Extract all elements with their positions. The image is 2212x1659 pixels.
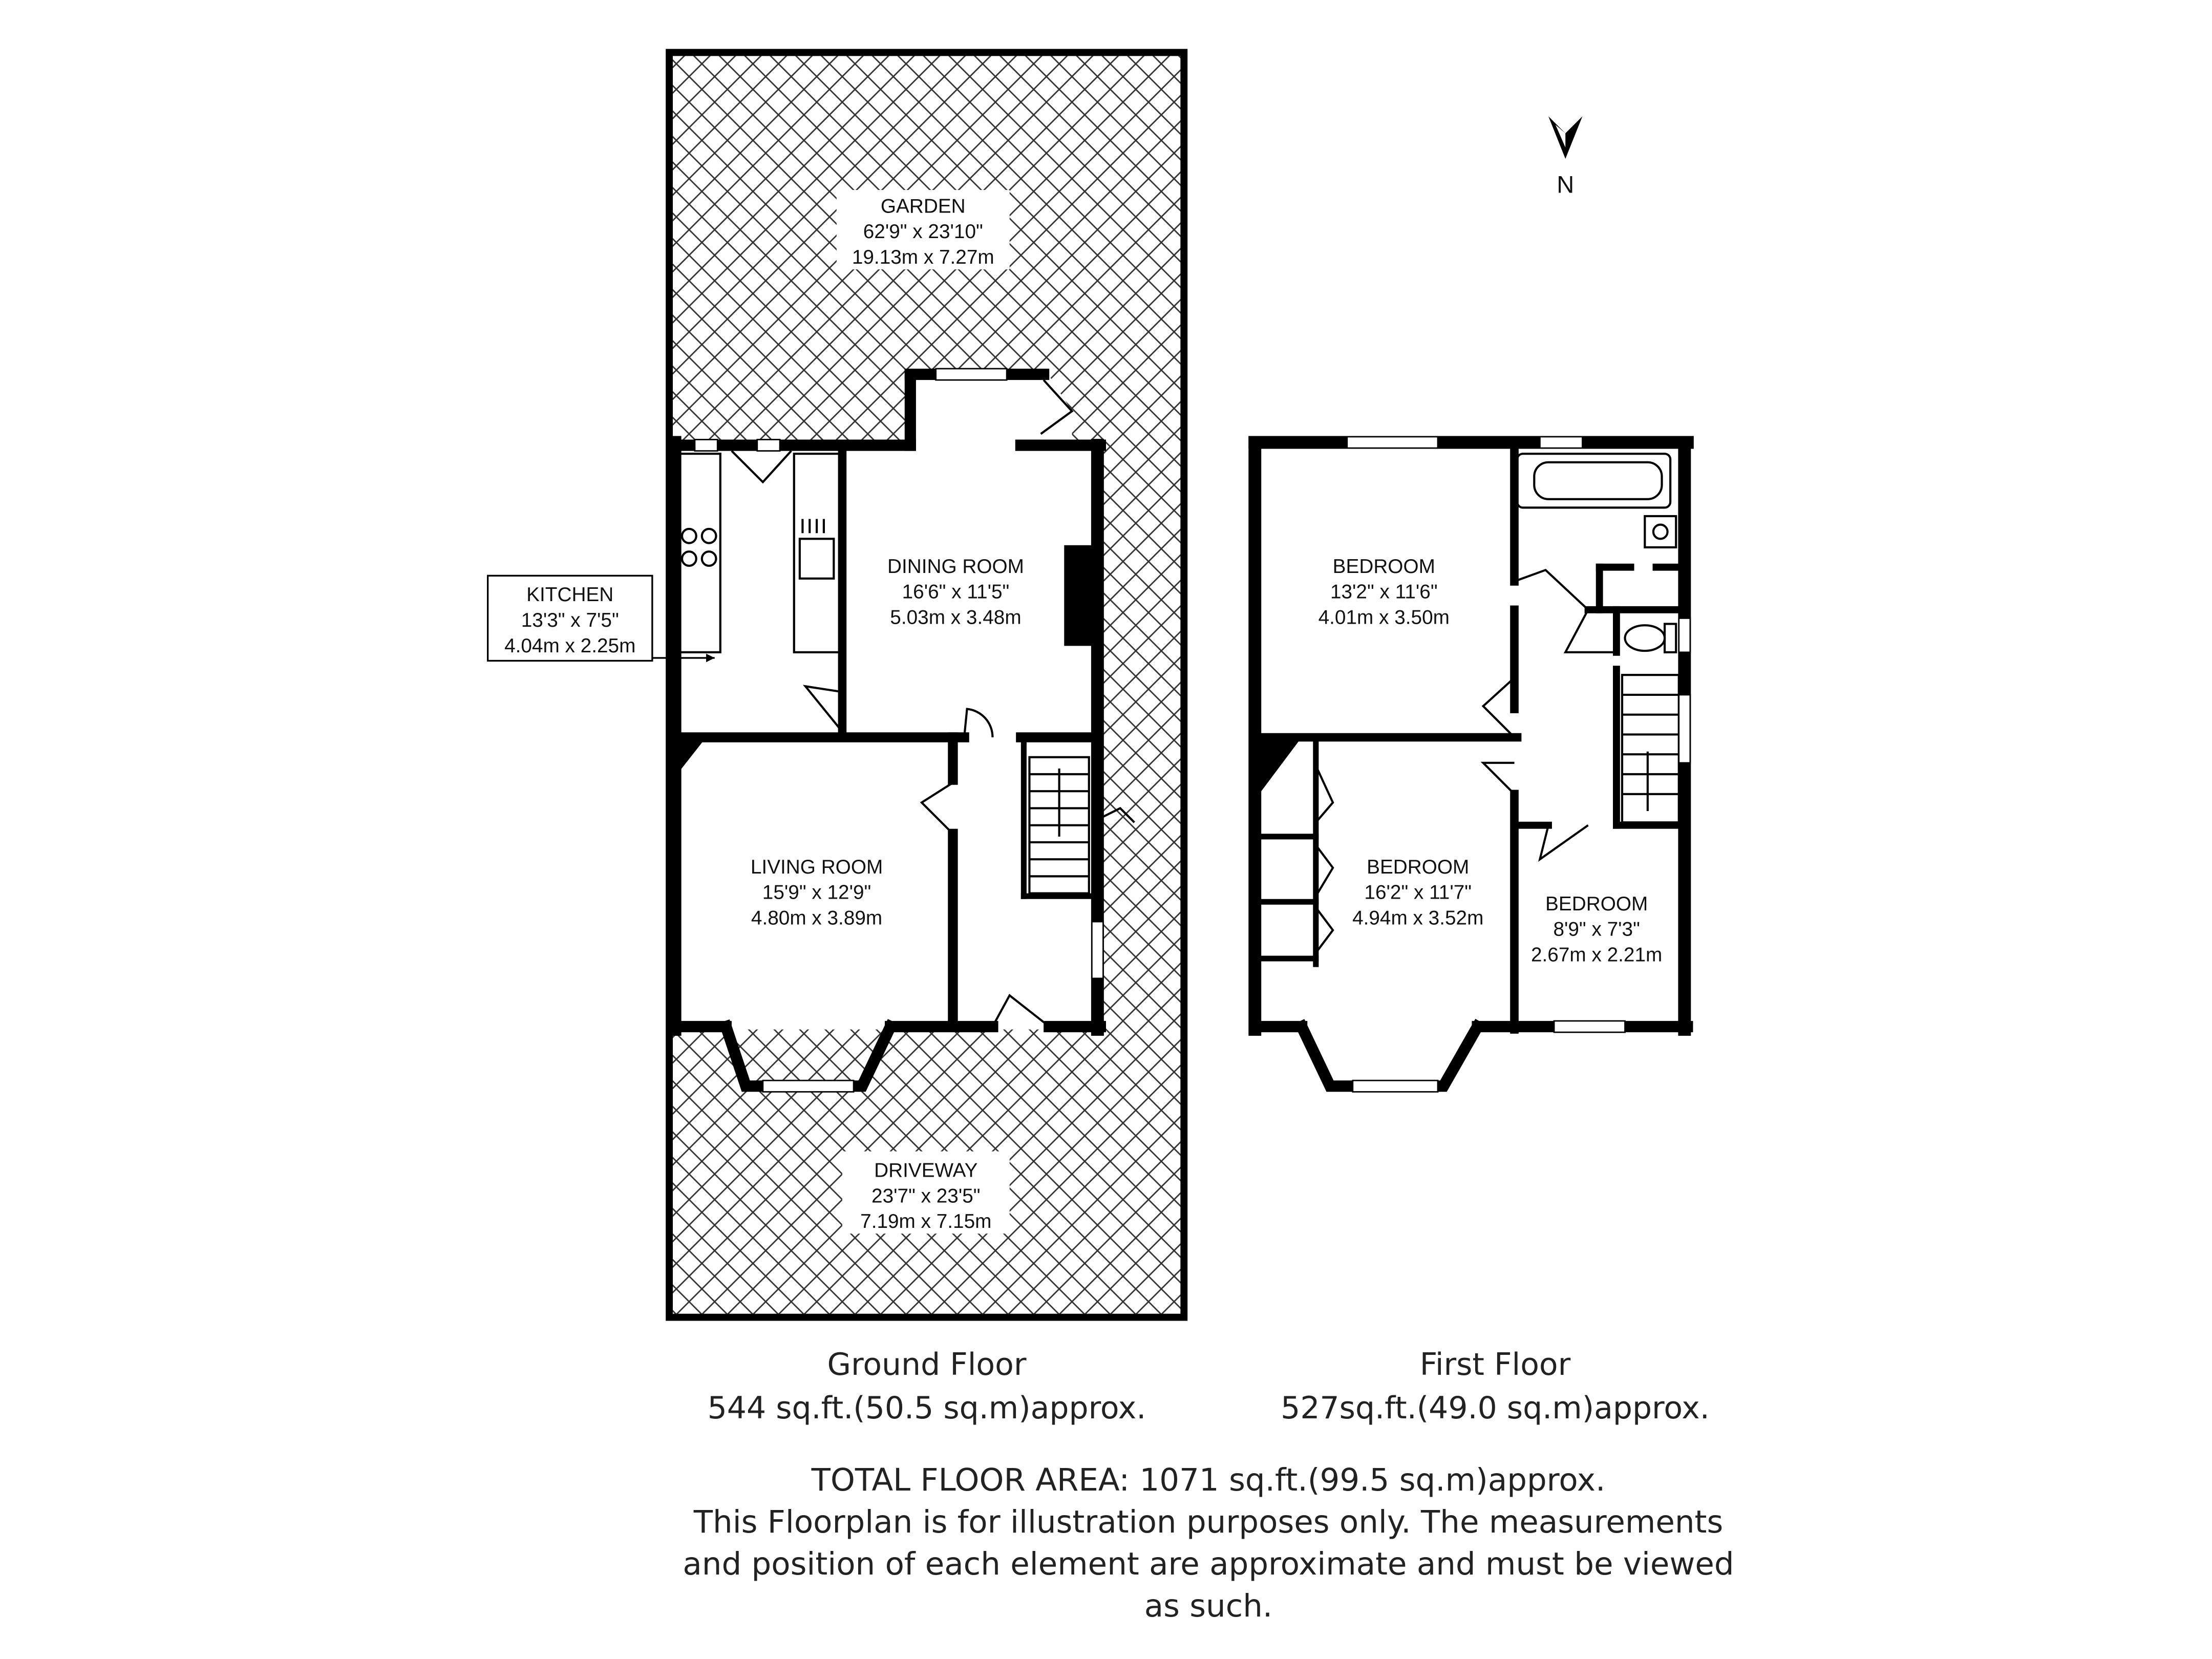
ground-floor-title: Ground Floor	[827, 1347, 1027, 1382]
svg-text:LIVING ROOM: LIVING ROOM	[751, 856, 883, 878]
dining-room-label: DINING ROOM 16'6" x 11'5" 5.03m x 3.48m	[887, 556, 1024, 629]
svg-text:KITCHEN: KITCHEN	[526, 584, 613, 606]
svg-text:13'3" x 7'5": 13'3" x 7'5"	[521, 609, 619, 631]
svg-text:7.19m x 7.15m: 7.19m x 7.15m	[860, 1210, 991, 1232]
disclaimer-line-1: This Floorplan is for illustration purpo…	[693, 1504, 1724, 1540]
kitchen-label: KITCHEN 13'3" x 7'5" 4.04m x 2.25m	[486, 575, 715, 663]
svg-text:BEDROOM: BEDROOM	[1545, 893, 1648, 915]
svg-text:4.04m x 2.25m: 4.04m x 2.25m	[504, 635, 635, 657]
first-floor-doors	[1314, 568, 1617, 954]
bath-icon	[1516, 453, 1672, 509]
ground-floor-area: 544 sq.ft.(50.5 sq.m)approx.	[707, 1390, 1146, 1426]
wall-corner-fill	[675, 737, 707, 777]
first-floor-windows	[1346, 436, 1691, 1093]
svg-text:15'9" x 12'9": 15'9" x 12'9"	[762, 882, 871, 904]
ground-floor-windows	[694, 368, 1104, 1093]
sink-icon	[798, 519, 835, 580]
north-label: N	[1557, 171, 1574, 198]
svg-text:13'2" x 11'6": 13'2" x 11'6"	[1330, 581, 1438, 603]
svg-text:16'2" x 11'7": 16'2" x 11'7"	[1364, 882, 1472, 904]
driveway-label: DRIVEWAY 23'7" x 23'5" 7.19m x 7.15m	[842, 1151, 1010, 1234]
staircase-first-floor	[1621, 674, 1680, 824]
bedroom-1-label: BEDROOM 13'2" x 11'6" 4.01m x 3.50m	[1318, 556, 1450, 629]
svg-text:8'9" x 7'3": 8'9" x 7'3"	[1553, 919, 1640, 941]
svg-text:4.94m x 3.52m: 4.94m x 3.52m	[1352, 907, 1483, 929]
living-room-label: LIVING ROOM 15'9" x 12'9" 4.80m x 3.89m	[751, 856, 883, 929]
svg-text:4.01m x 3.50m: 4.01m x 3.50m	[1318, 606, 1450, 628]
svg-text:BEDROOM: BEDROOM	[1367, 856, 1469, 878]
first-floor-title: First Floor	[1419, 1347, 1571, 1382]
total-floor-area: TOTAL FLOOR AREA: 1071 sq.ft.(99.5 sq.m)…	[811, 1462, 1606, 1498]
svg-text:DRIVEWAY: DRIVEWAY	[874, 1159, 977, 1181]
svg-text:16'6" x 11'5": 16'6" x 11'5"	[902, 581, 1010, 603]
svg-text:4.80m x 3.89m: 4.80m x 3.89m	[751, 907, 882, 929]
svg-text:DINING ROOM: DINING ROOM	[887, 556, 1024, 578]
ground-floor-footprint	[672, 371, 1100, 1030]
bedroom-2-label: BEDROOM 16'2" x 11'7" 4.94m x 3.52m	[1352, 856, 1483, 929]
chimney-breast	[1066, 547, 1095, 644]
svg-text:23'7" x 23'5": 23'7" x 23'5"	[871, 1185, 981, 1207]
basin-icon	[1644, 515, 1677, 548]
svg-text:GARDEN: GARDEN	[881, 195, 966, 217]
disclaimer-line-3: as such.	[1144, 1588, 1273, 1624]
svg-text:62'9" x 23'10": 62'9" x 23'10"	[863, 221, 983, 243]
svg-text:BEDROOM: BEDROOM	[1333, 556, 1435, 578]
bedroom-3-label: BEDROOM 8'9" x 7'3" 2.67m x 2.21m	[1531, 893, 1662, 966]
ground-floor-walls	[668, 369, 1106, 1092]
svg-text:5.03m x 3.48m: 5.03m x 3.48m	[890, 606, 1021, 628]
ground-floor-doors	[731, 379, 1135, 1028]
disclaimer-line-2: and position of each element are approxi…	[683, 1546, 1734, 1582]
staircase	[1028, 756, 1090, 895]
north-arrow-icon	[1548, 116, 1583, 159]
toilet-icon	[1624, 623, 1677, 653]
first-floor-area: 527sq.ft.(49.0 sq.m)approx.	[1281, 1390, 1710, 1426]
svg-text:19.13m x 7.27m: 19.13m x 7.27m	[852, 246, 994, 268]
garden-label: GARDEN 62'9" x 23'10" 19.13m x 7.27m	[836, 190, 1010, 270]
svg-text:2.67m x 2.21m: 2.67m x 2.21m	[1531, 944, 1662, 966]
hob-icon	[680, 527, 717, 567]
first-floor-corner-fill	[1259, 737, 1302, 794]
